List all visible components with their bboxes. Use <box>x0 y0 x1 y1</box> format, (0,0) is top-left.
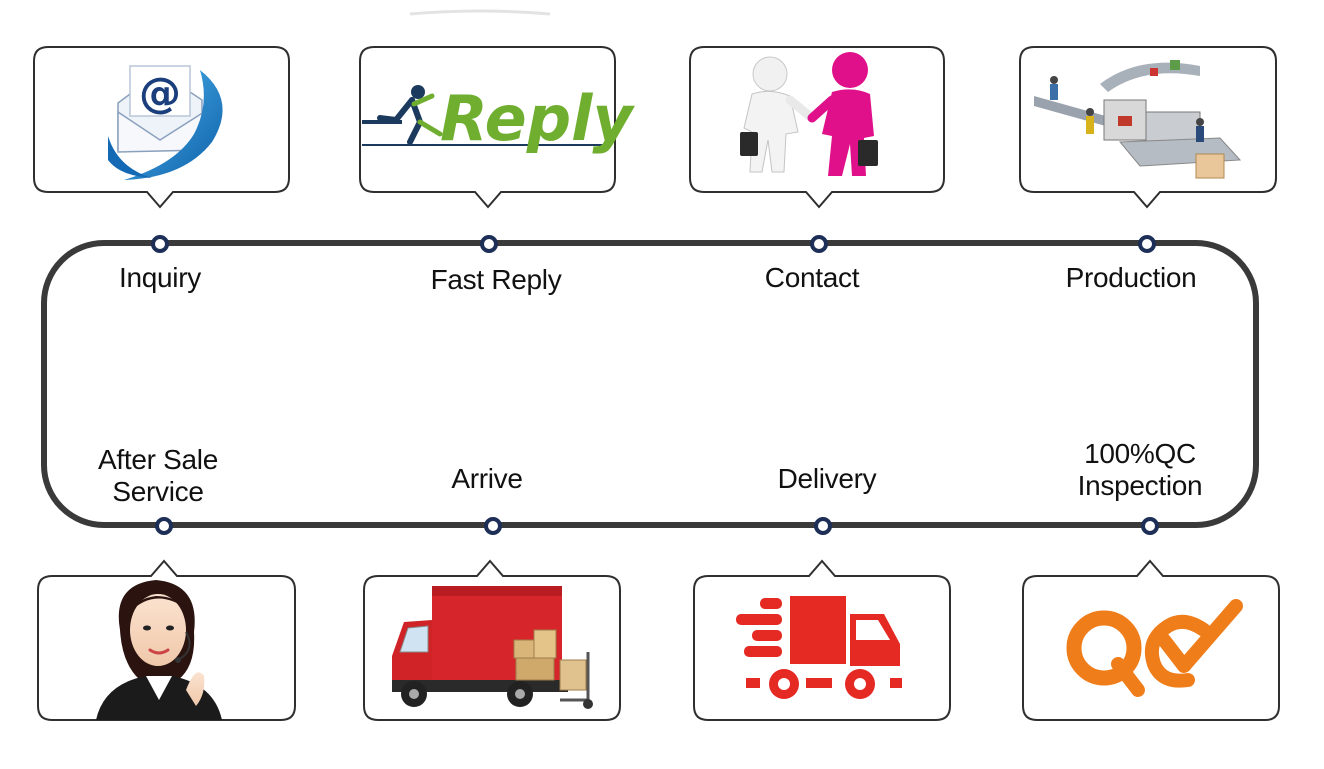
inquiry-callout: @ <box>33 46 290 209</box>
node-contact <box>810 235 828 253</box>
label-after-sale-line2: Service <box>112 476 204 507</box>
label-after-sale: After Sale Service <box>58 444 258 508</box>
label-inquiry: Inquiry <box>119 262 201 293</box>
node-arrive <box>484 517 502 535</box>
arrive-callout <box>363 559 621 721</box>
label-contact: Contact <box>764 262 860 293</box>
fast-truck-icon <box>736 596 902 699</box>
after-sale-callout <box>37 559 296 721</box>
label-production: Production <box>1065 262 1197 293</box>
fast-reply-callout: Reply <box>359 46 635 209</box>
qc-callout <box>1022 559 1280 721</box>
node-delivery <box>814 517 832 535</box>
support-agent-icon <box>96 580 222 720</box>
email-envelope-icon: @ <box>108 65 223 180</box>
node-qc <box>1141 517 1159 535</box>
node-after-sale <box>155 517 173 535</box>
svg-text:Reply: Reply <box>440 82 635 155</box>
qc-check-logo <box>1066 599 1243 697</box>
label-arrive: Arrive <box>451 463 523 494</box>
production-callout <box>1019 46 1277 209</box>
delivery-callout <box>693 559 951 721</box>
label-qc-line1: 100%QC <box>1084 438 1196 469</box>
handshake-icon <box>740 52 878 176</box>
label-fast-reply: Fast Reply <box>430 264 562 295</box>
node-fast-reply <box>480 235 498 253</box>
track-nodes <box>151 235 1159 535</box>
factory-line-icon <box>1034 60 1242 179</box>
label-qc: 100%QC Inspection <box>1040 438 1240 502</box>
delivery-truck-icon <box>392 586 593 709</box>
label-after-sale-line1: After Sale <box>98 444 218 475</box>
top-decoration <box>409 9 551 16</box>
label-qc-line2: Inspection <box>1077 470 1203 501</box>
node-production <box>1138 235 1156 253</box>
label-delivery: Delivery <box>777 463 877 494</box>
reply-runner-logo: Reply <box>362 82 635 155</box>
contact-callout <box>689 46 945 209</box>
svg-text:@: @ <box>139 68 181 117</box>
process-track <box>41 240 1259 528</box>
node-inquiry <box>151 235 169 253</box>
